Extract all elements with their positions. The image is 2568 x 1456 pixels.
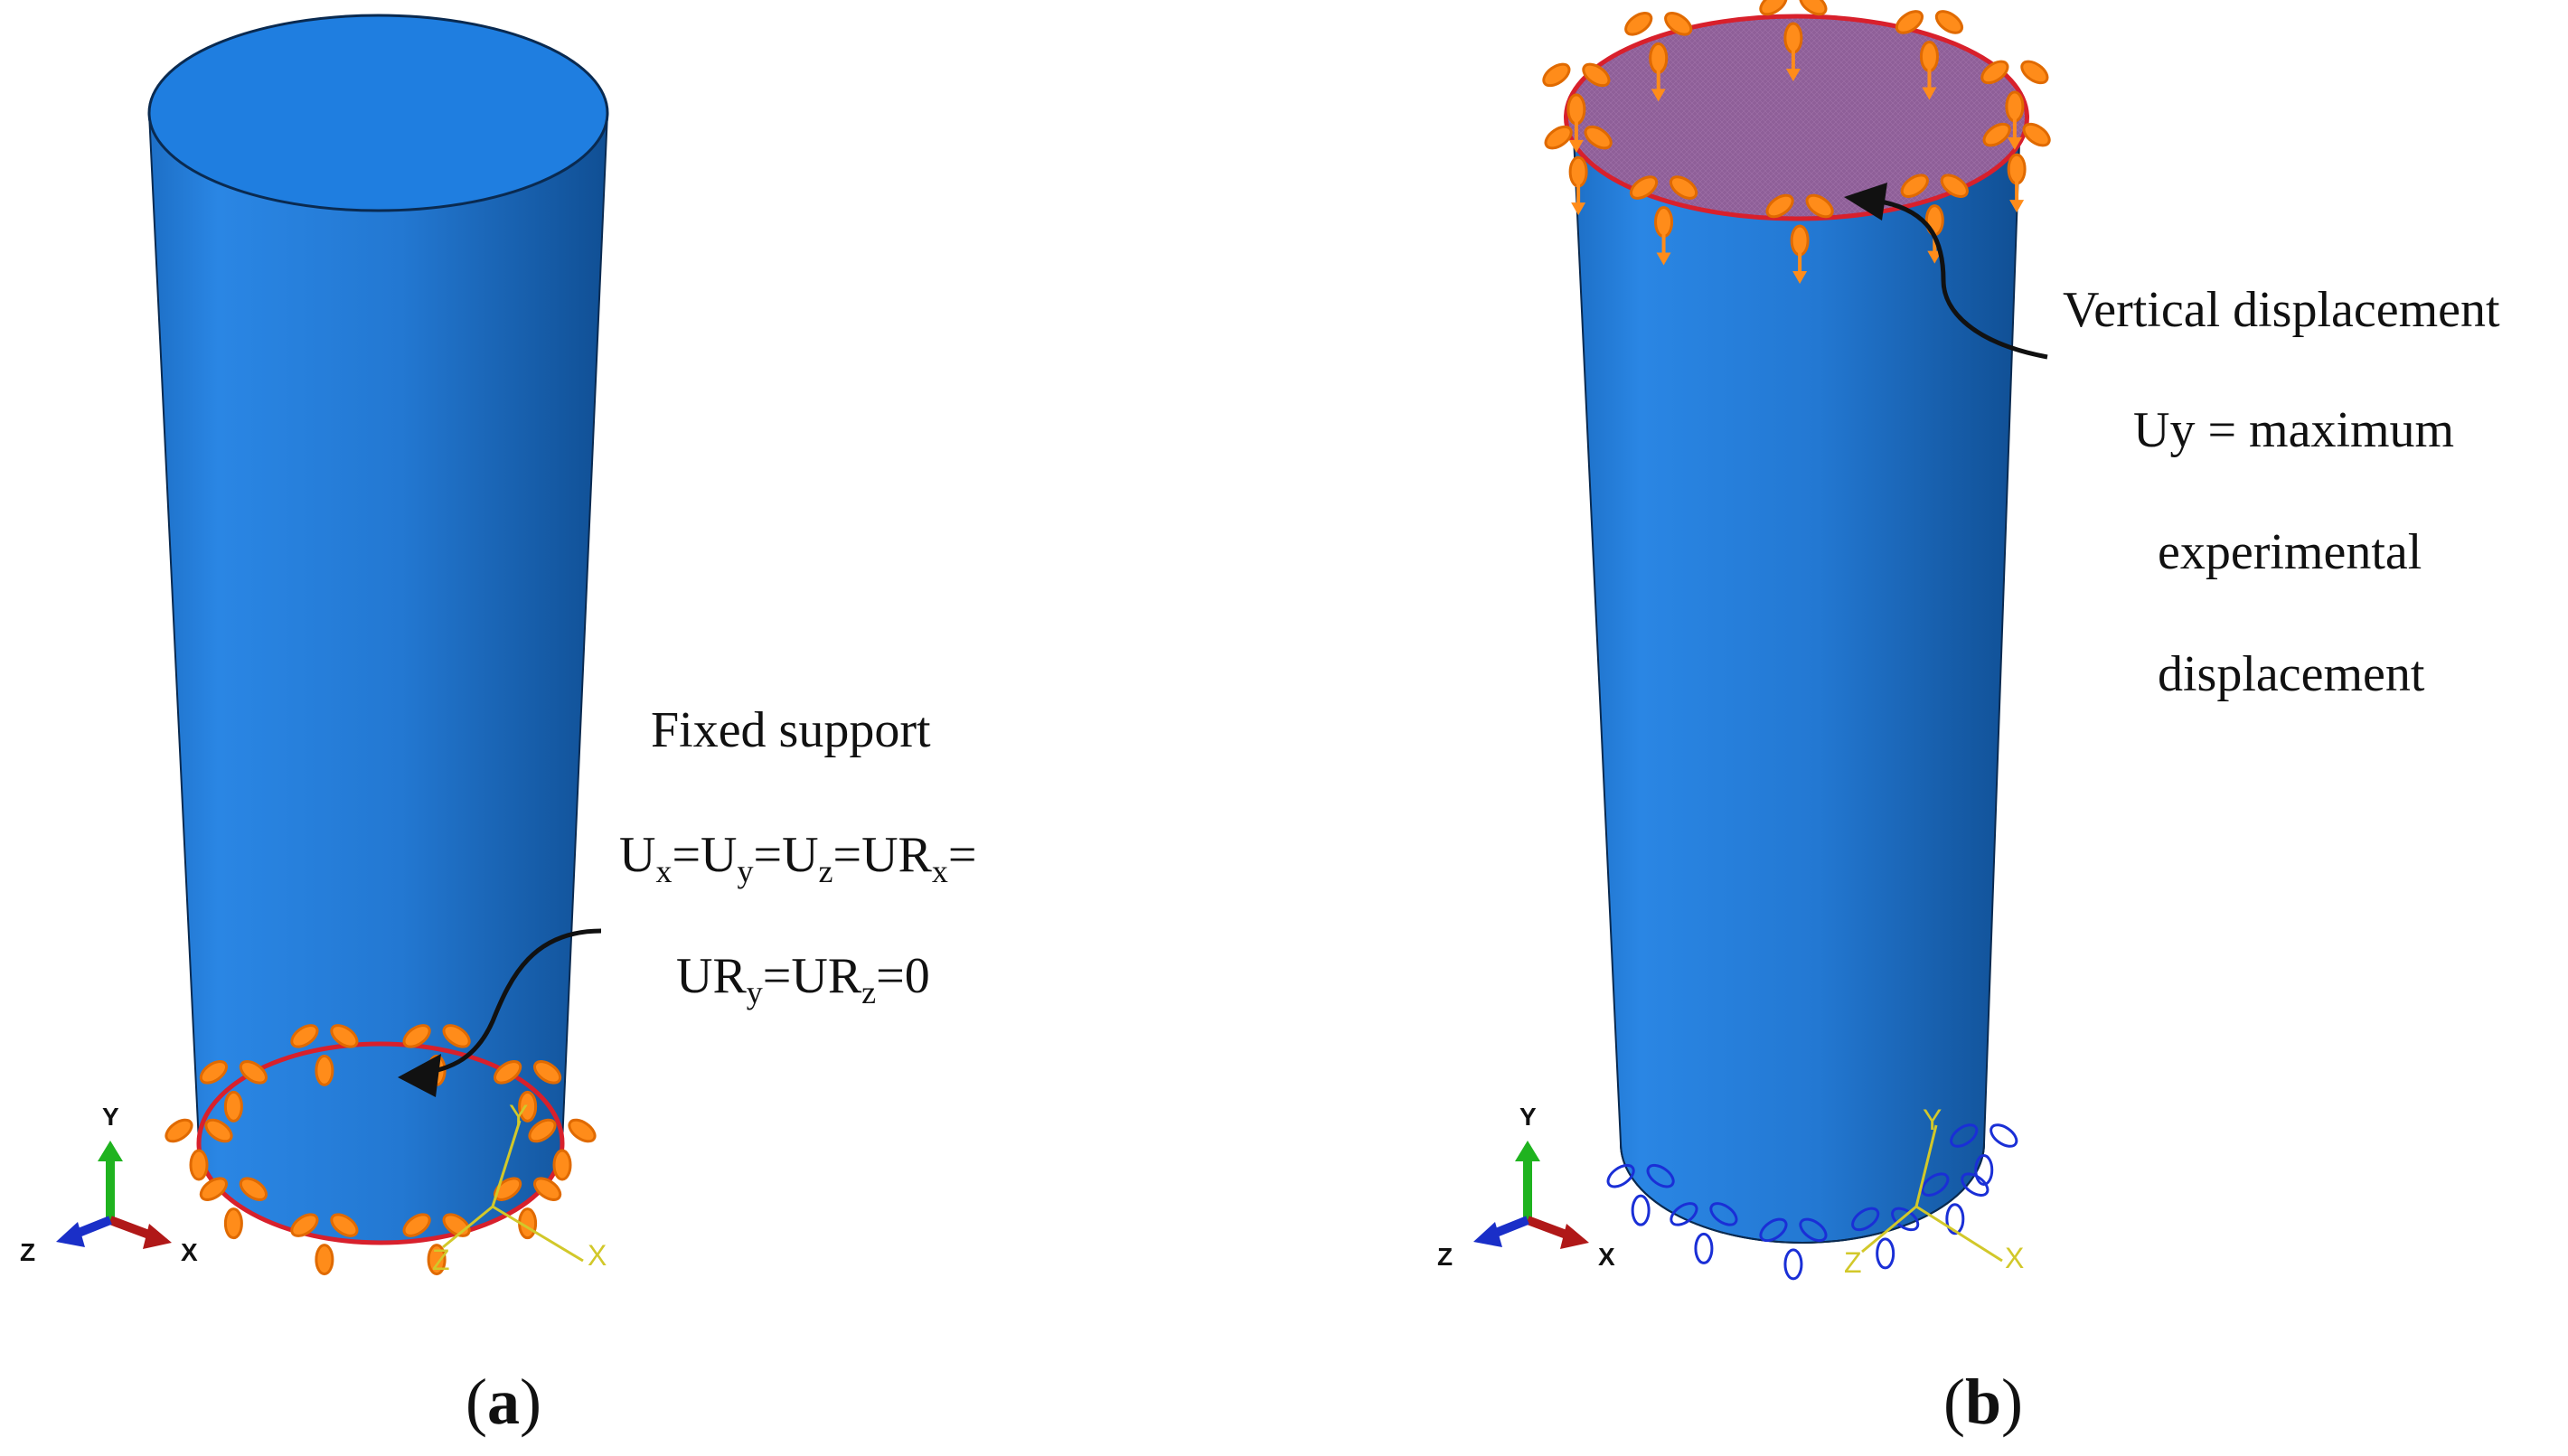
triad-b-z-label: Z <box>1437 1243 1453 1271</box>
equation-part: x <box>931 853 948 889</box>
boundary-marker <box>1921 1172 1989 1235</box>
boundary-marker <box>1544 125 1613 216</box>
triad-a: Y X Z <box>20 1103 198 1266</box>
equation-part: =UR <box>832 827 932 883</box>
fixed-support-equation-2: URy=URz=0 <box>676 948 930 1009</box>
equation-part: UR <box>676 948 747 1004</box>
boundary-marker <box>1759 0 1828 82</box>
boundary-marker <box>1980 60 2049 150</box>
cylinder-a-top-face <box>147 14 609 212</box>
panel-b: Y X Z Y X Z <box>1437 0 2051 1281</box>
loaded-top-face <box>1564 14 2029 221</box>
displacement-markers <box>1542 0 2051 284</box>
displacement-arrowhead <box>1844 183 1887 221</box>
equation-part: y <box>746 974 763 1010</box>
cylinder-b-bottom-edge <box>1620 1142 1985 1244</box>
equation-part: U <box>619 827 656 883</box>
triad-a-z-label: Z <box>20 1238 35 1266</box>
caption-a: (a) <box>466 1366 541 1438</box>
boundary-marker <box>494 1177 562 1240</box>
displacement-line-4: displacement <box>2158 646 2425 702</box>
equation-part: x <box>655 853 673 889</box>
boundary-marker <box>1624 12 1693 102</box>
fixed-support-edge <box>196 1041 565 1245</box>
triad-b-x-label: X <box>1598 1243 1615 1271</box>
boundary-marker <box>1765 193 1834 284</box>
caption-b-letter: b <box>1964 1366 2002 1438</box>
csys-a-y-label: Y <box>509 1099 528 1132</box>
triad-b: Y X Z <box>1437 1103 1615 1271</box>
displacement-line-2: Uy = maximum <box>2133 402 2455 458</box>
boundary-marker <box>290 1024 359 1086</box>
equation-part: =U <box>672 827 738 883</box>
equation-part: =0 <box>876 948 930 1004</box>
fixed-support-arrowhead <box>398 1054 441 1097</box>
boundary-marker <box>1629 175 1698 266</box>
bottom-support-markers <box>1606 1123 2018 1281</box>
boundary-marker <box>290 1213 359 1276</box>
equation-part: z <box>861 974 877 1010</box>
boundary-marker <box>1606 1163 1675 1226</box>
displacement-line-1: Vertical displacement <box>2063 282 2500 338</box>
boundary-marker <box>1542 62 1611 153</box>
equation-part: = <box>947 827 977 883</box>
csys-a-z-label: Z <box>432 1244 450 1276</box>
boundary-marker <box>199 1060 268 1123</box>
panel-a: Y X Z Y X Z <box>20 14 609 1276</box>
boundary-marker <box>1670 1202 1738 1264</box>
caption-a-letter: a <box>486 1366 520 1438</box>
boundary-marker <box>165 1118 233 1181</box>
boundary-marker <box>494 1060 562 1123</box>
equation-part: =UR <box>762 948 862 1004</box>
fixed-support-equation-1: Ux=Uy=Uz=URx= <box>619 827 977 888</box>
csys-b-x-label: X <box>2005 1242 2024 1274</box>
boundary-marker <box>1895 10 1964 100</box>
csys-a: Y X Z <box>432 1099 607 1276</box>
equation-part: y <box>737 853 754 889</box>
equation-part: =U <box>753 827 819 883</box>
cylinder-a <box>147 14 609 1245</box>
boundary-marker <box>1950 1123 2018 1186</box>
boundary-marker <box>199 1177 268 1240</box>
triad-b-y-label: Y <box>1519 1103 1537 1131</box>
displacement-arrow <box>1875 198 2048 360</box>
boundary-marker <box>1982 122 2051 213</box>
boundary-marker <box>1759 1217 1828 1281</box>
cylinder-b <box>1564 14 2029 1244</box>
caption-b: (b) <box>1943 1366 2024 1438</box>
displacement-line-3: experimental <box>2158 524 2422 580</box>
triad-a-x-label: X <box>181 1238 198 1266</box>
csys-b: Y X Z <box>1844 1104 2024 1279</box>
fixed-support-arrow <box>406 928 602 1078</box>
fixed-support-title: Fixed support <box>651 702 931 758</box>
csys-b-z-label: Z <box>1844 1246 1862 1279</box>
csys-b-y-label: Y <box>1923 1104 1942 1136</box>
csys-a-x-label: X <box>588 1239 607 1272</box>
boundary-marker <box>528 1118 597 1181</box>
equation-part: z <box>818 853 833 889</box>
triad-a-y-label: Y <box>102 1103 119 1131</box>
fixed-support-markers <box>165 1024 597 1276</box>
